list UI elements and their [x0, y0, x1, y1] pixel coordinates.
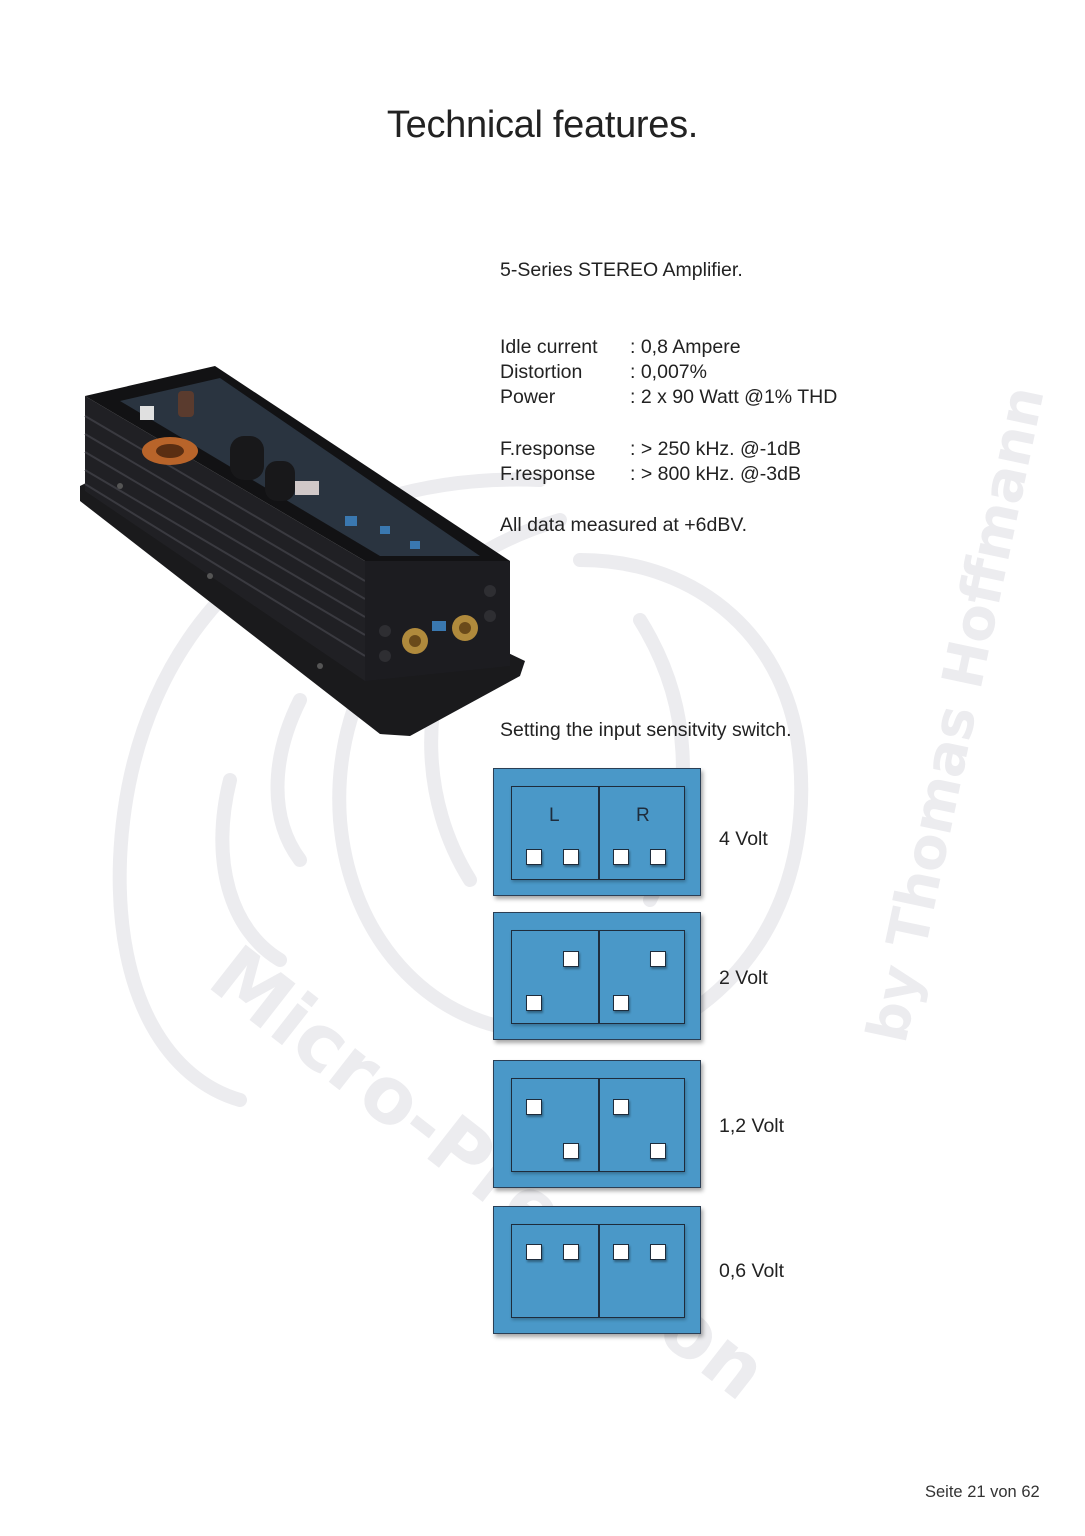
product-name: 5-Series STEREO Amplifier.	[500, 259, 743, 281]
dip-switch-2-down	[563, 1143, 579, 1159]
channel-label-right: R	[636, 805, 650, 826]
channel-label-left: L	[549, 805, 560, 826]
spec-row-distortion: Distortion : 0,007%	[500, 361, 707, 384]
spec-label: F.response	[500, 463, 596, 485]
amplifier-photo	[80, 366, 525, 736]
spec-value: : 0,007%	[630, 361, 707, 383]
switch-block	[511, 1078, 685, 1172]
spec-value: : > 250 kHz. @-1dB	[630, 438, 801, 460]
dip-switch-4-down	[650, 1143, 666, 1159]
switch-block: L R	[511, 786, 685, 880]
dip-switch-1-up	[526, 1099, 542, 1115]
dip-switch-2-up	[563, 951, 579, 967]
dip-switch-4-up	[650, 1244, 666, 1260]
switch-diagram-2-volt	[493, 912, 701, 1040]
setting-label-1-2-volt: 1,2 Volt	[719, 1115, 785, 1137]
setting-label-2-volt: 2 Volt	[719, 967, 768, 989]
switch-diagram-0-6-volt	[493, 1206, 701, 1334]
dip-switch-2-down	[563, 849, 579, 865]
watermark-text-right: by Thomas Hoffmann	[855, 381, 1058, 1048]
spec-value: : > 800 kHz. @-3dB	[630, 463, 801, 485]
spec-row-idle-current: Idle current : 0,8 Ampere	[500, 336, 741, 359]
spec-row-fresponse-1db: F.response : > 250 kHz. @-1dB	[500, 438, 801, 461]
channel-divider	[598, 1225, 600, 1317]
spec-label: F.response	[500, 438, 596, 460]
channel-divider	[598, 1079, 600, 1171]
page-number: Seite 21 von 62	[925, 1483, 1040, 1501]
spec-row-fresponse-3db: F.response : > 800 kHz. @-3dB	[500, 463, 801, 486]
dip-switch-3-up	[613, 1099, 629, 1115]
spec-value: : 0,8 Ampere	[630, 336, 741, 358]
spec-label: Power	[500, 386, 556, 408]
dip-switch-1-up	[526, 1244, 542, 1260]
switch-block	[511, 930, 685, 1024]
channel-divider	[598, 931, 600, 1023]
measurement-note: All data measured at +6dBV.	[500, 514, 747, 536]
dip-switch-4-up	[650, 951, 666, 967]
switch-diagram-4-volt: L R	[493, 768, 701, 896]
dip-switch-1-down	[526, 849, 542, 865]
dip-switch-3-down	[613, 849, 629, 865]
dip-switch-3-up	[613, 1244, 629, 1260]
dip-switch-2-up	[563, 1244, 579, 1260]
page-title: Technical features.	[386, 104, 699, 146]
dip-switch-3-down	[613, 995, 629, 1011]
spec-label: Idle current	[500, 336, 598, 358]
spec-value: : 2 x 90 Watt @1% THD	[630, 386, 838, 408]
switch-block	[511, 1224, 685, 1318]
dip-switch-4-down	[650, 849, 666, 865]
dip-switch-1-down	[526, 995, 542, 1011]
switch-diagram-1-2-volt	[493, 1060, 701, 1188]
switch-section-heading: Setting the input sensitvity switch.	[500, 719, 792, 741]
setting-label-0-6-volt: 0,6 Volt	[719, 1260, 785, 1282]
channel-divider	[598, 787, 600, 879]
spec-label: Distortion	[500, 361, 583, 383]
spec-row-power: Power : 2 x 90 Watt @1% THD	[500, 386, 837, 409]
setting-label-4-volt: 4 Volt	[719, 828, 768, 850]
